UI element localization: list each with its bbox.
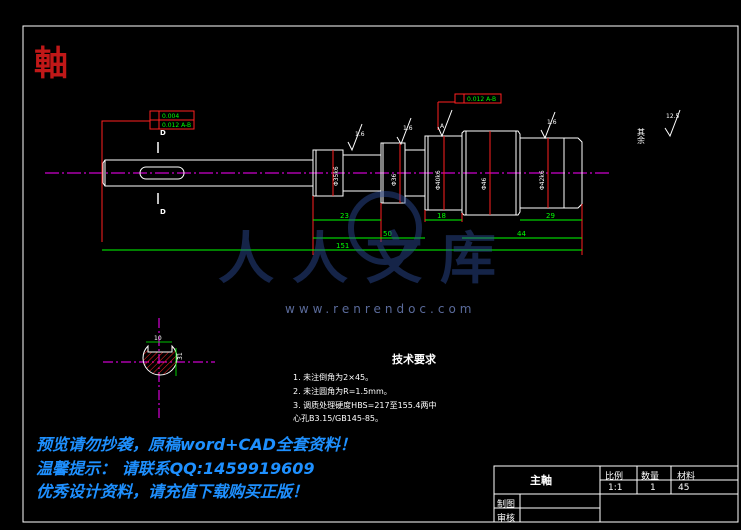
dim-44: 44 xyxy=(517,230,526,238)
material-label: 材料 xyxy=(677,472,696,482)
stamp-glyph: 軸 xyxy=(34,44,68,84)
section-depth: 31 xyxy=(177,352,184,360)
scale-label: 比例 xyxy=(605,472,624,482)
section-width: 10 xyxy=(154,335,162,342)
section-label-top: D xyxy=(160,129,166,137)
dim-50: 50 xyxy=(383,230,392,238)
checked-label: 审核 xyxy=(497,514,516,524)
watermark: 人人文库 xyxy=(218,191,514,292)
notice-line-2: 温馨提示： 请联系QQ:1459919609 xyxy=(36,459,315,478)
section-label-bottom: D xyxy=(160,208,166,216)
tolerance-frame-2 xyxy=(454,93,502,104)
diameter-1: Φ35k6 xyxy=(333,166,340,186)
part-name: 主軸 xyxy=(530,474,552,487)
diameter-4: Φ46 xyxy=(481,177,488,190)
dim-18: 18 xyxy=(437,212,446,220)
roughness-1: 1.6 xyxy=(355,131,365,138)
diameter-3: Φ40k6 xyxy=(435,170,442,190)
drawing-border xyxy=(22,25,739,523)
datum-a: A xyxy=(440,123,445,130)
diameter-5: Φ42k6 xyxy=(539,170,546,190)
qty-value: 1 xyxy=(650,483,656,493)
tolerance-value-3: 0.012 A-B xyxy=(467,96,496,103)
section-view xyxy=(103,318,215,418)
tolerance-frame-1 xyxy=(149,110,195,130)
notice-line-1: 预览请勿抄袭，原稿word+CAD全套资料！ xyxy=(36,435,356,454)
requirement-4: 心孔B3.15/GB145-85。 xyxy=(293,414,384,423)
requirements-title: 技术要求 xyxy=(392,353,436,366)
scale-value: 1:1 xyxy=(608,483,623,493)
dim-151: 151 xyxy=(336,242,349,250)
roughness-5: 12.5 xyxy=(666,113,680,120)
material-value: 45 xyxy=(678,483,690,493)
watermark-text: 人人文库 xyxy=(218,227,514,292)
drawn-label: 制图 xyxy=(497,500,516,510)
tolerance-leaders xyxy=(101,101,583,255)
roughness-note: 其余 xyxy=(637,128,646,145)
tolerance-value-1: 0.004 xyxy=(162,113,179,120)
title-block xyxy=(493,465,739,523)
dim-23: 23 xyxy=(340,212,349,220)
dimension-lines xyxy=(102,219,582,251)
requirement-3: 3. 调质处理硬度HBS=217至155.4两中 xyxy=(293,401,437,410)
diameter-2: Φ36 xyxy=(391,173,398,186)
requirement-2: 2. 未注圆角为R=1.5mm。 xyxy=(293,387,392,396)
tolerance-value-2: 0.012 A-B xyxy=(162,122,191,129)
keyway xyxy=(139,166,185,180)
watermark-url: www.renrendoc.com xyxy=(285,302,476,316)
notice-line-3: 优秀设计资料，请充值下载购买正版！ xyxy=(36,482,309,501)
roughness-4: 1.6 xyxy=(547,119,557,126)
dim-29: 29 xyxy=(546,212,555,220)
requirement-1: 1. 未注倒角为2×45。 xyxy=(293,373,374,382)
qty-label: 数量 xyxy=(641,472,660,482)
roughness-2: 1.6 xyxy=(403,125,413,132)
roughness-symbols xyxy=(347,109,681,152)
